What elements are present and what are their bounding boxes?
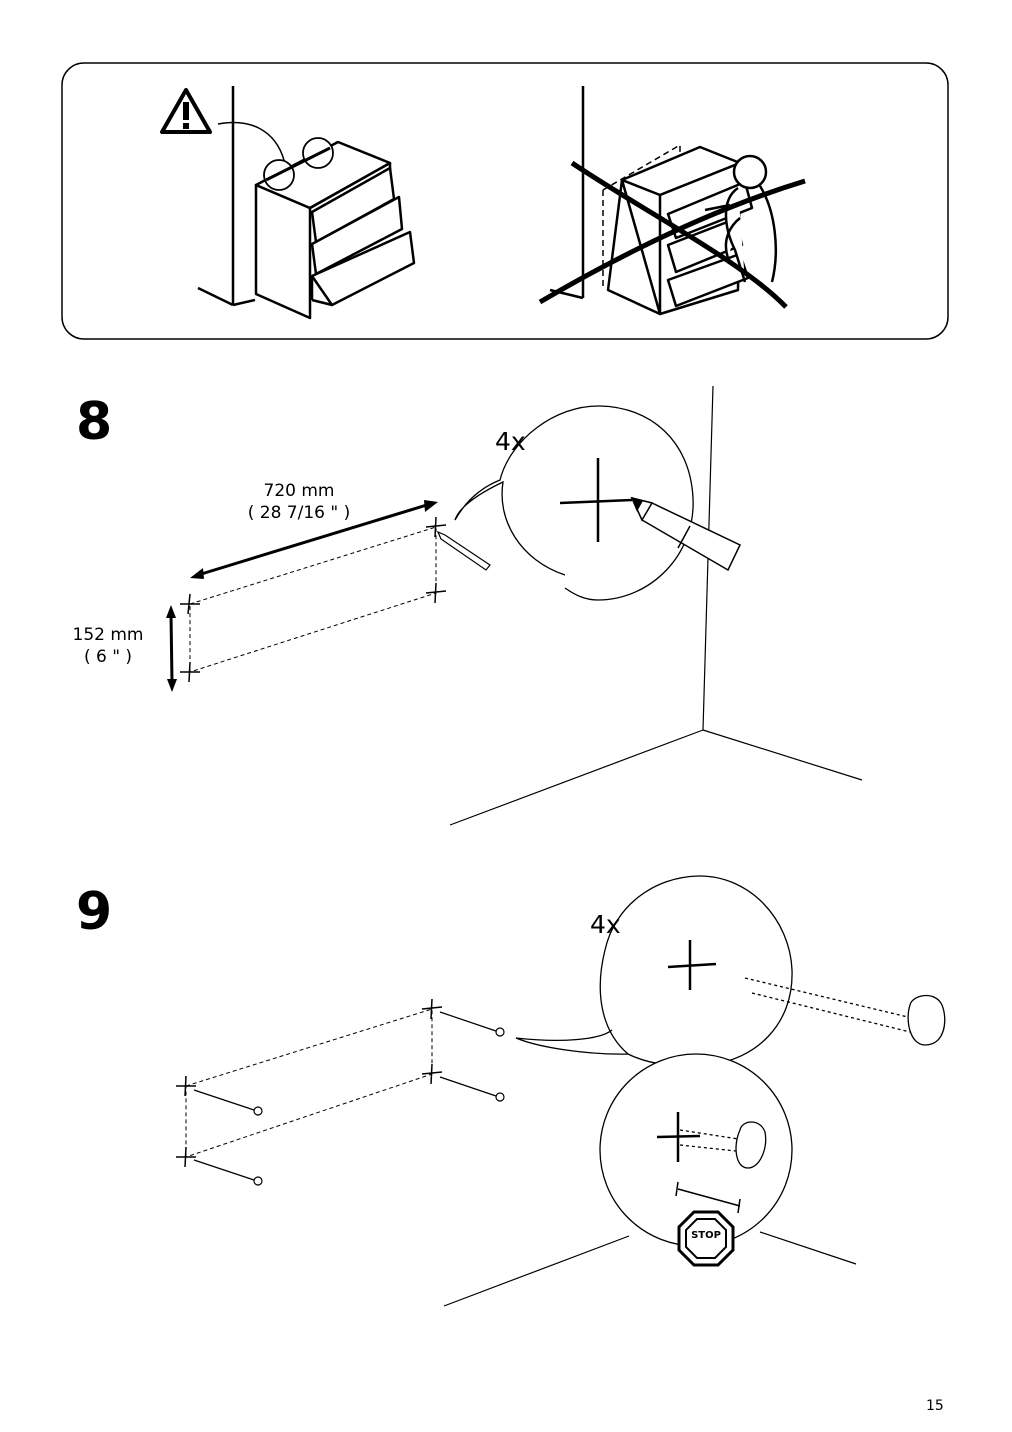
child-climbing-illustration: [538, 86, 806, 316]
step9-drawing: [176, 875, 946, 1307]
pencil-icon: [630, 496, 742, 572]
drill-mark: [180, 516, 447, 683]
warning-icon: [160, 88, 212, 134]
stop-sign-label: STOP: [691, 1230, 721, 1241]
stop-sign-icon: [677, 1210, 735, 1267]
quantity-label: 4x: [590, 910, 621, 939]
width-dimension-mm: 720 mm: [263, 481, 335, 501]
step8-drawing: [166, 385, 863, 826]
height-dimension-in: ( 6 " ): [83, 647, 133, 667]
warning-panel: [61, 62, 949, 340]
step-number: 8: [76, 392, 113, 452]
height-dimension-mm: 152 mm: [72, 625, 144, 645]
screw-icon: [193, 1011, 505, 1186]
screw-icon: [744, 977, 946, 1046]
quantity-label: 4x: [495, 427, 526, 456]
width-dimension-in: ( 28 7/16 " ): [247, 503, 351, 523]
dresser-illustration: [197, 86, 416, 320]
pencil-icon: [436, 530, 491, 571]
step-number: 9: [76, 882, 113, 942]
screw-icon: [679, 1121, 767, 1169]
page-number: 15: [926, 1398, 944, 1414]
drill-mark: [176, 998, 443, 1168]
width-dimension: 720 mm ( 28 7/16 " ): [224, 480, 374, 524]
height-dimension: 152 mm ( 6 " ): [58, 624, 158, 668]
